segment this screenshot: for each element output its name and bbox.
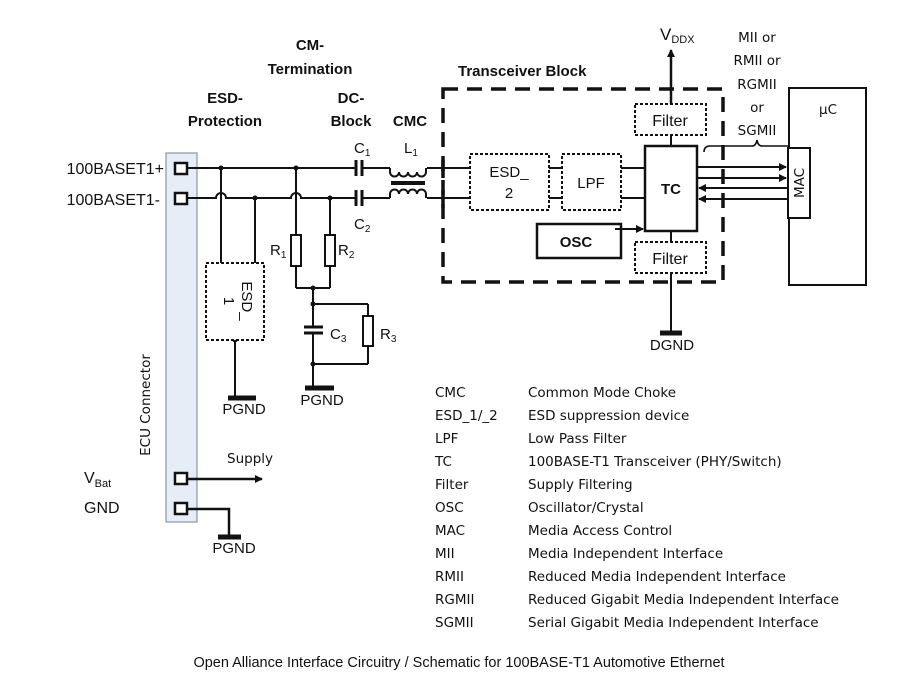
legend-abbr: TC [434,454,452,470]
esd-protection-label-2: Protection [188,113,262,130]
esd1-label-1: ESD_ [238,281,255,321]
capacitor-c1 [354,160,364,176]
vbat-label: VBat [84,470,111,490]
ecu-connector-label: ECU Connector [138,354,154,456]
supply-label: Supply [227,451,273,467]
lpf-block [561,153,622,211]
transceiver-block [441,87,725,284]
line-minus [187,192,480,199]
legend-desc: 100BASE-T1 Transceiver (PHY/Switch) [528,454,782,470]
legend-desc: Serial Gigabit Media Independent Interfa… [528,615,819,631]
esd1-label-2: 1 [220,297,237,305]
resistor-r2 [324,234,336,267]
legend-desc: Oscillator/Crystal [528,500,644,516]
esd2-block [469,153,550,211]
transceiver-block-label: Transceiver Block [458,63,587,80]
resistor-r1 [290,234,302,267]
vddx-label: VDDX [660,25,695,46]
legend-abbr: RMII [435,569,464,585]
legend-abbr: MAC [435,523,465,539]
gnd-wire [187,507,231,537]
pin-vbat [173,471,189,486]
data-bus [697,163,788,203]
oscillator-osc [535,222,623,260]
interface-option: RGMII [737,77,776,93]
interface-options: MII or RMII or RGMII or SGMII [733,30,781,139]
resistor-r3 [362,315,374,347]
capacitor-c3 [304,325,323,335]
legend-desc: Media Access Control [528,523,672,539]
legend-abbr: SGMII [435,615,474,631]
esd-protection-label-1: ESD- [207,90,243,107]
legend-desc: ESD suppression device [528,408,689,424]
filter-bottom-label: Filter [652,251,688,268]
dc-block-label-2: Block [331,113,373,130]
legend-abbr: RGMII [435,592,474,608]
legend-abbr: LPF [435,431,458,447]
c2-label: C2 [354,216,371,235]
esd1-block [205,262,265,341]
r3-label: R3 [380,326,397,345]
pin-minus-label: 100BASET1- [67,192,160,209]
legend-desc: Reduced Gigabit Media Independent Interf… [528,592,839,608]
legend-abbr: Filter [435,477,469,493]
pgnd-esd-label: PGND [222,401,266,418]
uc-label: µC [819,102,837,118]
interface-option: or [750,100,764,116]
esd2-label-2: 2 [505,185,513,202]
pgnd-term-label: PGND [300,392,344,409]
junctions [218,165,333,367]
c3-label: C3 [330,326,347,345]
r2-label: R2 [338,242,355,261]
legend-desc: Supply Filtering [528,477,633,493]
legend-abbr: ESD_1/_2 [435,408,498,424]
pgnd-supply-label: PGND [212,540,256,557]
pin-gnd [173,501,189,516]
c1-label: C1 [354,140,371,159]
cm-termination-label-2: Termination [268,61,353,78]
mac-block [787,147,811,219]
interface-option: SGMII [738,123,777,139]
legend-abbr: MII [435,546,455,562]
tc-label: TC [661,181,681,198]
dgnd-label: DGND [650,337,694,354]
legend-abbr: CMC [435,385,466,401]
mac-label: MAC [792,168,808,198]
legend-desc: Reduced Media Independent Interface [528,569,786,585]
pin-plus [173,161,189,176]
interface-option: MII or [738,30,776,46]
capacitor-c2 [354,190,364,206]
legend-desc: Media Independent Interface [528,546,723,562]
ecu-connector [165,152,198,523]
interface-option: RMII or [733,53,781,69]
pin-plus-label: 100BASET1+ [67,161,164,178]
cm-termination-label-1: CM- [296,37,324,54]
figure-caption: Open Alliance Interface Circuitry / Sche… [193,655,724,671]
legend-abbr: OSC [435,500,464,516]
common-mode-choke-l1 [389,168,427,198]
esd1-wiring [220,168,256,398]
l1-label: L1 [404,140,418,159]
lpf-label: LPF [577,175,605,192]
pin-minus [173,191,189,206]
legend-desc: Low Pass Filter [528,431,627,447]
filter-top-label: Filter [652,113,688,130]
dc-block-label-1: DC- [338,90,365,107]
cmc-label: CMC [393,113,427,130]
osc-label: OSC [560,234,593,251]
termination-wiring [295,168,369,388]
legend-desc: Common Mode Choke [528,385,676,401]
gnd-label: GND [84,500,120,517]
r1-label: R1 [270,242,287,261]
esd2-lpf-wires [549,167,645,199]
esd2-label-1: ESD_ [489,164,529,181]
